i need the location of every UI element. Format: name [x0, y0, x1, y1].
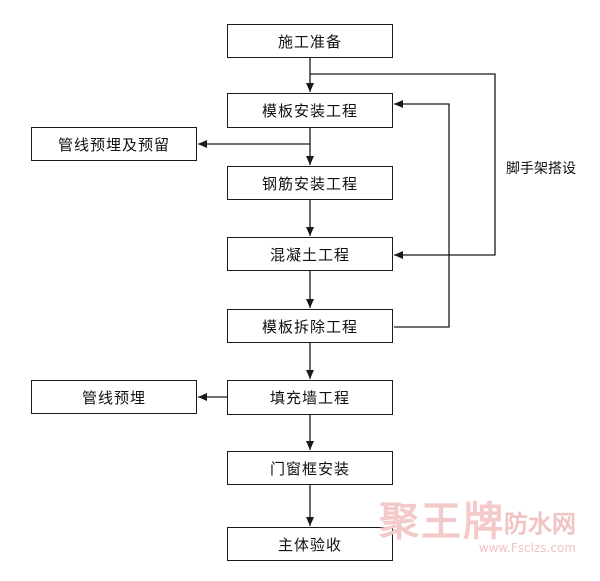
watermark-url: www.Fsclzs.com [478, 541, 576, 555]
node-rebar-install: 钢筋安装工程 [227, 166, 393, 200]
arrow-reuse-loop [394, 100, 450, 328]
node-concrete: 混凝土工程 [227, 237, 393, 271]
node-prep: 施工准备 [227, 24, 393, 58]
watermark-brand-secondary: 防水网 [504, 510, 576, 538]
node-window-frame: 门窗框安装 [227, 451, 393, 485]
scaffolding-label: 脚手架搭设 [506, 161, 576, 177]
node-pipe-embed: 管线预埋 [31, 380, 197, 414]
node-acceptance: 主体验收 [227, 527, 393, 561]
node-infill-wall: 填充墙工程 [227, 380, 393, 415]
arrow-scaffolding-loop [310, 73, 496, 259]
node-formwork-install: 模板安装工程 [227, 93, 393, 128]
node-pipe-embed-reserve: 管线预埋及预留 [31, 127, 197, 161]
node-formwork-remove: 模板拆除工程 [227, 309, 393, 343]
watermark-brand: 聚王牌 [379, 499, 505, 545]
